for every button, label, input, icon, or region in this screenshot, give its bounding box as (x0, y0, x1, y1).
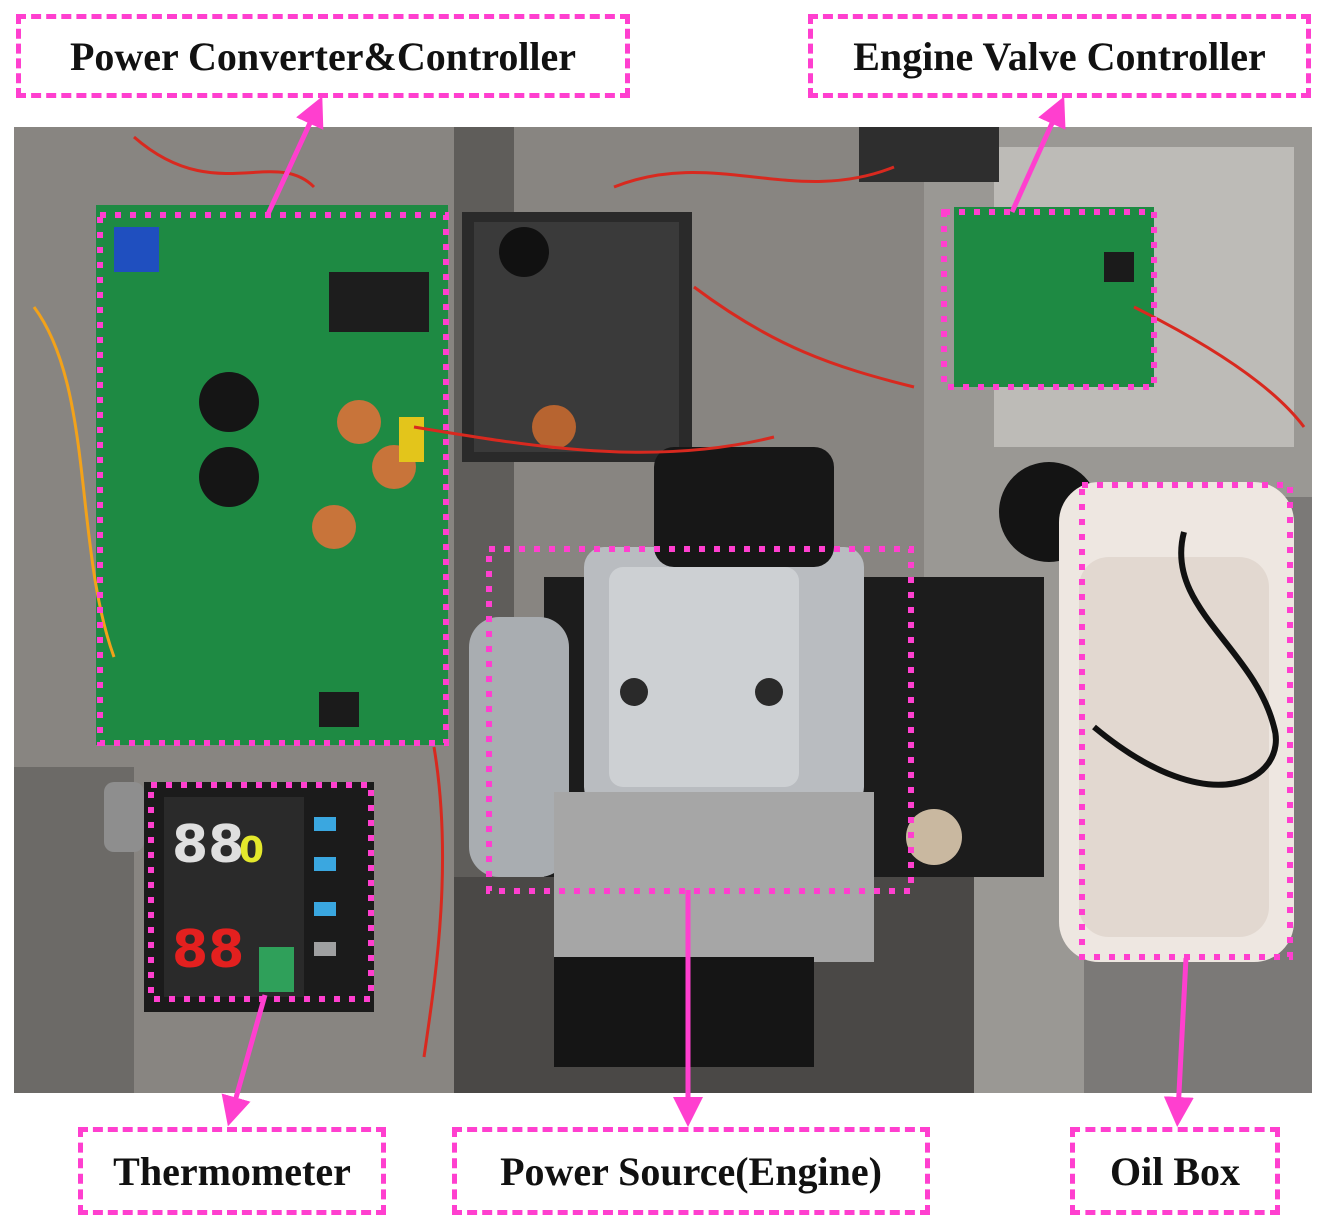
power-source-label: Power Source(Engine) (452, 1127, 930, 1215)
engine-valve-region (941, 209, 1157, 390)
power-converter-label-text: Power Converter&Controller (69, 33, 577, 79)
thermometer-label-text: Thermometer (113, 1148, 351, 1194)
svg-text:0: 0 (239, 830, 264, 871)
power-source-region (486, 546, 914, 894)
svg-text:88: 88 (172, 815, 244, 875)
engine-valve-label: Engine Valve Controller (808, 14, 1311, 98)
arrow-icon (265, 96, 324, 216)
oil-box-region (1079, 482, 1293, 960)
oil-box-label-text: Oil Box (1109, 1148, 1241, 1194)
test-bench-photo: 88 0 88 (14, 127, 1312, 1093)
engine-valve-label-text: Engine Valve Controller (853, 33, 1266, 79)
arrow-icon (221, 994, 268, 1127)
svg-text:88: 88 (172, 920, 244, 980)
oil-box-label: Oil Box (1070, 1127, 1280, 1215)
power-source-label-text: Power Source(Engine) (500, 1148, 882, 1194)
arrow-icon (1009, 96, 1066, 214)
thermometer-region (148, 782, 374, 1002)
power-converter-label: Power Converter&Controller (16, 14, 630, 98)
thermometer-label: Thermometer (78, 1127, 386, 1215)
arrow-icon (1163, 957, 1194, 1127)
